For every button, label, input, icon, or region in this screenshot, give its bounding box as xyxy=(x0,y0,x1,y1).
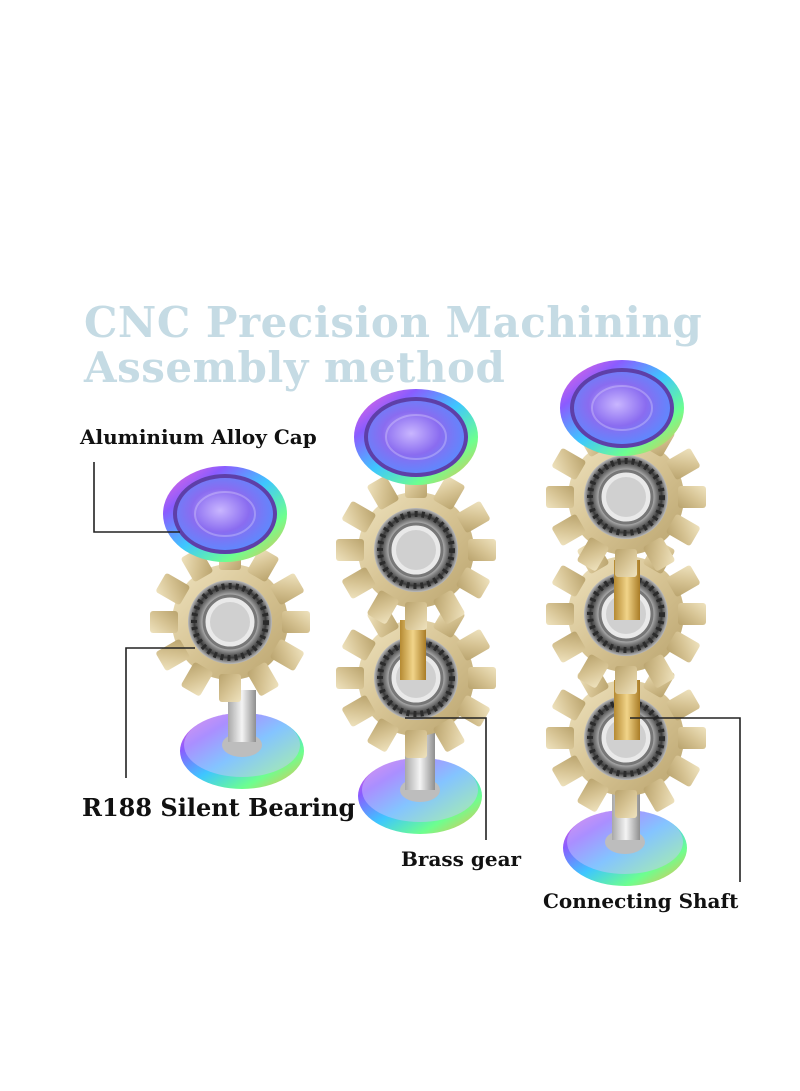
headline-line-1: CNC Precision Machining xyxy=(84,298,703,347)
leader-gear xyxy=(405,717,487,840)
cap-left xyxy=(162,465,288,563)
leader-lines xyxy=(93,462,741,882)
gear-left xyxy=(150,542,310,702)
label-brass-gear: Brass gear xyxy=(401,847,522,871)
leader-shaft xyxy=(630,717,741,882)
headline-line-2: Assembly method xyxy=(84,343,506,392)
cap-middle xyxy=(353,388,479,486)
right-stack xyxy=(546,359,706,886)
leader-cap xyxy=(93,462,180,533)
label-aluminium-cap: Aluminium Alloy Cap xyxy=(80,425,317,449)
cap-right xyxy=(559,359,685,457)
label-silent-bearing: R188 Silent Bearing xyxy=(82,793,356,822)
gear-middle-upper xyxy=(336,470,496,630)
leader-bearing xyxy=(125,647,195,778)
middle-stack xyxy=(336,388,496,834)
label-connecting-shaft: Connecting Shaft xyxy=(543,889,739,913)
left-stack xyxy=(150,465,310,789)
